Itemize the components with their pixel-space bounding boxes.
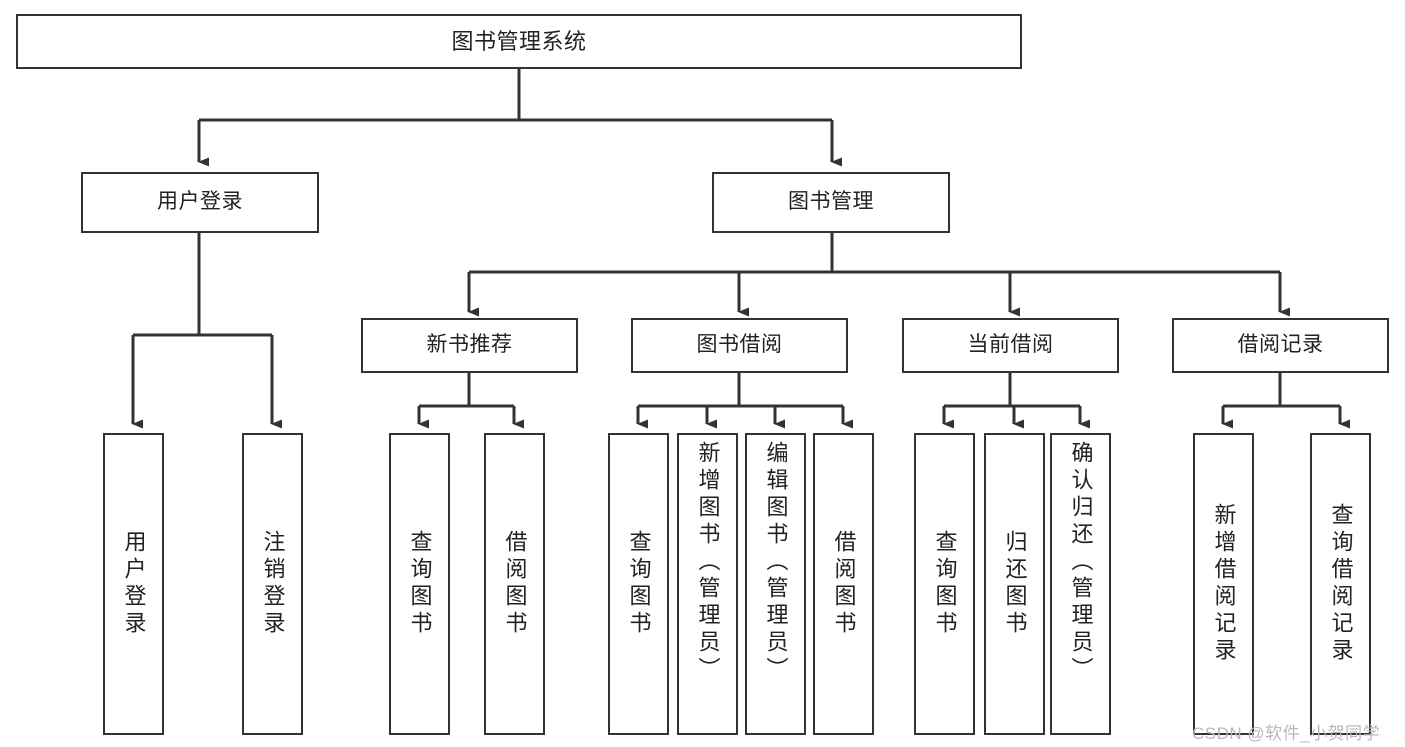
node-book-borrow-label: 图书借阅 <box>696 333 783 357</box>
leaf-query-books-1-label: 查询图书 <box>407 530 433 638</box>
node-book-borrow[interactable]: 图书借阅 <box>631 318 848 373</box>
node-borrow-records-label: 借阅记录 <box>1237 333 1324 357</box>
node-current-borrow[interactable]: 当前借阅 <box>902 318 1119 373</box>
leaf-add-borrow-record[interactable]: 新增借阅记录 <box>1193 433 1254 735</box>
node-user-login-label: 用户登录 <box>157 190 243 214</box>
node-book-management[interactable]: 图书管理 <box>712 172 950 233</box>
leaf-query-books-3[interactable]: 查询图书 <box>914 433 975 735</box>
leaf-confirm-return-admin-label: 确认归还（管理员） <box>1068 441 1094 684</box>
leaf-borrow-books-2[interactable]: 借阅图书 <box>813 433 874 735</box>
leaf-query-books-1[interactable]: 查询图书 <box>389 433 450 735</box>
leaf-query-borrow-record[interactable]: 查询借阅记录 <box>1310 433 1371 735</box>
leaf-borrow-books-1-label: 借阅图书 <box>502 530 528 638</box>
node-borrow-records[interactable]: 借阅记录 <box>1172 318 1389 373</box>
leaf-query-books-3-label: 查询图书 <box>932 530 958 638</box>
leaf-confirm-return-admin[interactable]: 确认归还（管理员） <box>1050 433 1111 735</box>
node-root[interactable]: 图书管理系统 <box>16 14 1022 69</box>
leaf-query-borrow-record-label: 查询借阅记录 <box>1328 503 1354 665</box>
leaf-edit-book-admin-label: 编辑图书（管理员） <box>763 441 789 684</box>
leaf-return-books-label: 归还图书 <box>1002 530 1028 638</box>
node-new-book-recommend-label: 新书推荐 <box>426 333 513 357</box>
leaf-borrow-books-2-label: 借阅图书 <box>831 530 857 638</box>
leaf-borrow-books-1[interactable]: 借阅图书 <box>484 433 545 735</box>
leaf-logout-label: 注销登录 <box>260 530 286 638</box>
leaf-add-book-admin[interactable]: 新增图书（管理员） <box>677 433 738 735</box>
leaf-return-books[interactable]: 归还图书 <box>984 433 1045 735</box>
leaf-logout[interactable]: 注销登录 <box>242 433 303 735</box>
node-new-book-recommend[interactable]: 新书推荐 <box>361 318 578 373</box>
leaf-user-login[interactable]: 用户登录 <box>103 433 164 735</box>
leaf-query-books-2-label: 查询图书 <box>626 530 652 638</box>
node-user-login[interactable]: 用户登录 <box>81 172 319 233</box>
node-current-borrow-label: 当前借阅 <box>967 333 1054 357</box>
leaf-query-books-2[interactable]: 查询图书 <box>608 433 669 735</box>
leaf-edit-book-admin[interactable]: 编辑图书（管理员） <box>745 433 806 735</box>
node-book-management-label: 图书管理 <box>788 190 874 214</box>
leaf-add-book-admin-label: 新增图书（管理员） <box>695 441 721 684</box>
node-root-label: 图书管理系统 <box>451 28 587 54</box>
leaf-user-login-label: 用户登录 <box>121 530 147 638</box>
watermark: CSDN @软件_小贺同学 <box>1192 724 1381 743</box>
leaf-add-borrow-record-label: 新增借阅记录 <box>1211 503 1237 665</box>
